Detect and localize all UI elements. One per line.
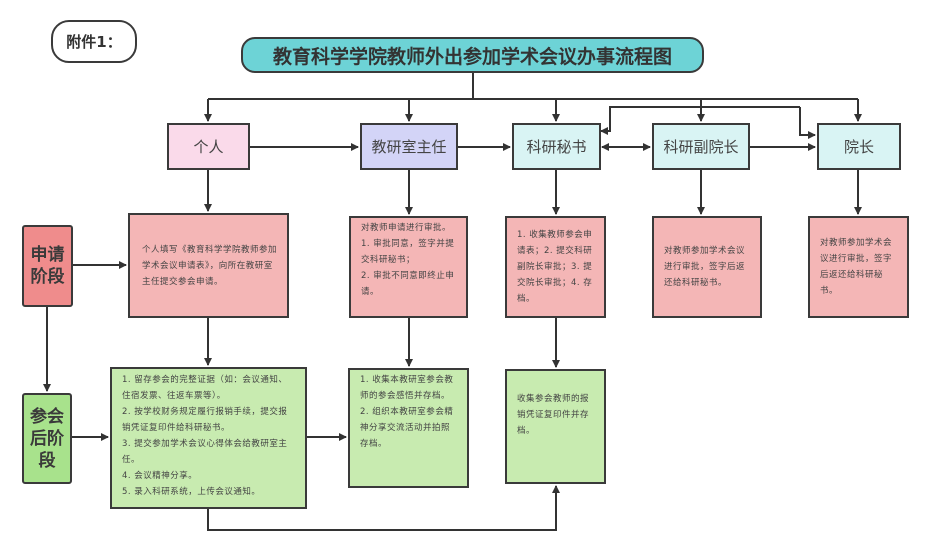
attachment-label: 附件1： [51,20,137,63]
apply-step-vice-dean: 对教师参加学术会议进行审批，签字后返还给科研秘书。 [652,216,762,318]
apply-step-secretary: 1. 收集教师参会申请表；2. 提交科研副院长审批；3. 提交院长审批；4. 存… [505,216,606,318]
after-step-secretary: 收集参会教师的报销凭证复印件并存档。 [505,369,606,484]
role-vice-dean: 科研副院长 [652,123,750,170]
role-dean: 院长 [817,123,901,170]
stage-apply: 申请 阶段 [22,225,73,307]
apply-step-dean: 对教师参加学术会议进行审批，签字后返还给科研秘书。 [808,216,909,318]
role-director: 教研室主任 [360,123,458,170]
apply-step-director: 对教师申请进行审批。 1. 审批同意，签字并提交科研秘书； 2. 审批不同意即终… [349,216,468,318]
stage-after: 参会 后阶 段 [22,393,72,484]
role-research-secretary: 科研秘书 [512,123,601,170]
apply-step-individual: 个人填写《教育科学学院教师参加学术会议申请表》，向所在教研室主任提交参会申请。 [128,213,289,318]
after-step-individual: 1. 留存参会的完整证据（如：会议通知、住宿发票、往返车票等）。 2. 按学校财… [110,367,307,509]
role-individual: 个人 [167,123,250,170]
after-step-director: 1. 收集本教研室参会教师的参会感悟并存档。 2. 组织本教研室参会精神分享交流… [348,368,469,488]
page-title: 教育科学学院教师外出参加学术会议办事流程图 [241,37,704,73]
